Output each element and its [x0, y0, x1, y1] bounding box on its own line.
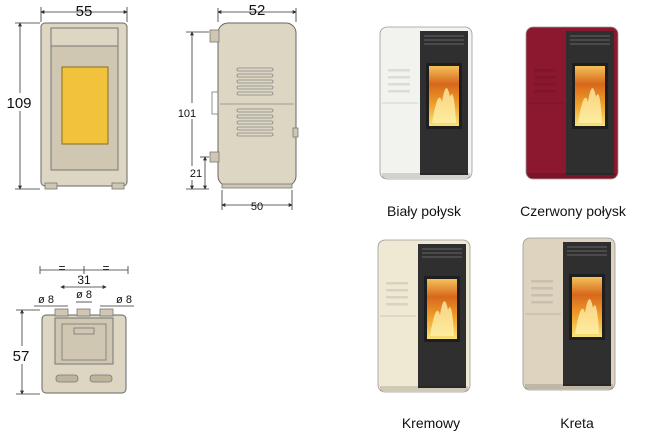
top-equal-left: =	[58, 261, 65, 275]
stove-kreta	[522, 237, 616, 391]
front-width-label: 55	[76, 3, 93, 20]
top-spacing-label: 31	[77, 273, 91, 287]
front-foot-left	[44, 182, 58, 190]
side-vent-grille	[236, 67, 274, 137]
stove-red	[525, 26, 619, 180]
stove-cream	[377, 239, 471, 393]
variant-label-cream: Kremowy	[401, 415, 461, 431]
side-top-fitting	[209, 29, 220, 43]
side-foot-depth-label: 50	[251, 201, 263, 213]
stove-white	[379, 26, 473, 180]
side-view: 52 101 21 50	[176, 2, 299, 213]
side-height-label: 101	[178, 108, 196, 120]
variant-label-kreta: Kreta	[560, 415, 594, 431]
variant-label-white: Biały połysk	[387, 203, 461, 219]
side-inlet-fitting	[209, 151, 220, 163]
top-pipe-center-label: ø 8	[76, 289, 92, 301]
side-inlet-height-label: 21	[190, 168, 202, 180]
top-view: = = 31 ø 8 ø 8 ø 8 57	[6, 261, 134, 395]
top-pipe-right-label: ø 8	[116, 294, 132, 306]
top-pipe-left-label: ø 8	[38, 294, 54, 306]
top-equal-right: =	[102, 261, 109, 275]
front-foot-right	[111, 182, 125, 190]
top-height-label: 57	[13, 348, 30, 365]
side-body	[217, 22, 297, 187]
color-variants	[377, 26, 619, 393]
front-height-label: 109	[6, 95, 31, 112]
front-window	[61, 66, 109, 145]
side-depth-label: 52	[249, 2, 266, 19]
variant-label-red: Czerwony połysk	[520, 203, 626, 219]
front-view: 55 109	[1, 3, 128, 190]
